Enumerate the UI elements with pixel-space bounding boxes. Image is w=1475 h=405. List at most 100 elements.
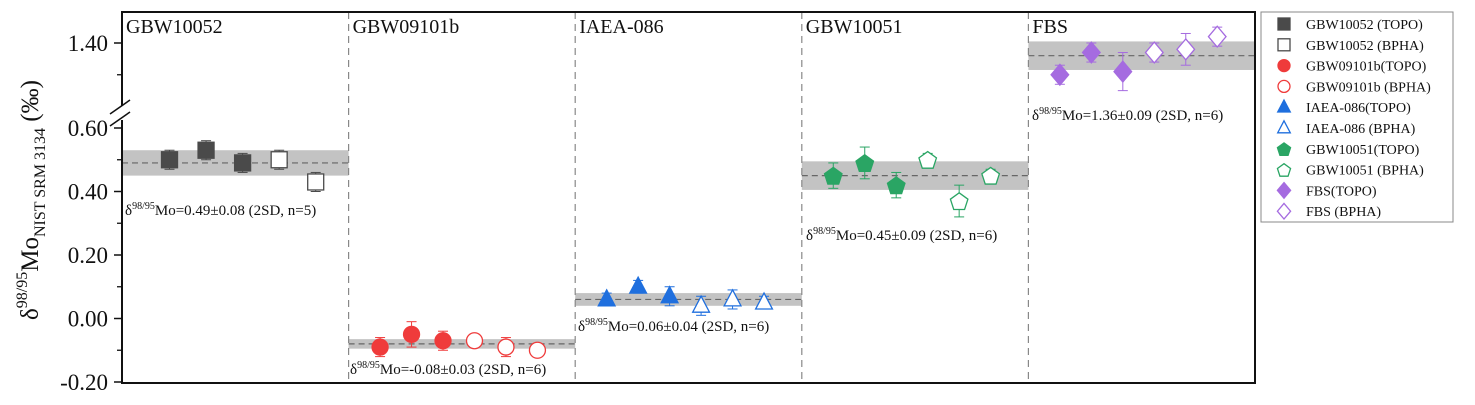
annotation-text: Mo=0.06±0.04 (2SD, n=6) [608,319,769,335]
svg-text:δ98/95MoNIST SRM 3134 (‰): δ98/95MoNIST SRM 3134 (‰) [14,80,49,320]
annotation-delta: δ [806,228,813,244]
panel-title: GBW10052 [126,16,223,38]
y-label-sub: NIST SRM 3134 [32,128,49,237]
data-point [270,149,288,170]
legend-item: FBS (BPHA) [1276,202,1381,220]
data-point [855,146,875,180]
y-tick-label: 1.40 [68,31,108,56]
triangle-legend-icon [1276,119,1292,134]
annotation-delta: δ [125,203,132,219]
annotation-sup: 98/95 [1039,106,1062,117]
plot-frame [121,11,1256,384]
legend-item: GBW10052 (TOPO) [1277,17,1423,33]
legend-item: IAEA-086 (BPHA) [1276,119,1416,137]
legend-label: GBW10051 (BPHA) [1306,164,1424,179]
data-point [160,149,179,170]
legend-item: GBW10052 (BPHA) [1277,38,1424,54]
triangle-marker [691,294,711,313]
triangle-marker [628,275,648,294]
square-marker [307,173,325,191]
data-point [918,150,938,169]
pentagon-marker [949,192,969,211]
stat-annotation: δ98/95Mo=1.36±0.09 (2SD, n=6) [1032,106,1223,124]
circle-marker [497,338,515,356]
annotation-text: Mo=0.45±0.09 (2SD, n=6) [836,228,997,244]
triangle-legend-icon [1276,98,1292,113]
legend-label: GBW10052 (BPHA) [1306,39,1424,54]
stat-annotation: δ98/95Mo=-0.08±0.03 (2SD, n=6) [350,360,546,378]
panel-title: FBS [1032,16,1068,38]
legend-label: GBW10052 (TOPO) [1306,18,1423,33]
data-point [754,291,774,310]
data-point [628,275,648,294]
triangle-marker [723,288,743,307]
data-point [1050,63,1070,87]
axis-break-mark [109,99,131,115]
data-point [434,330,452,351]
data-point [402,321,421,348]
y-label-main: Mo [17,237,44,272]
annotation-delta: δ [578,319,585,335]
legend-item: FBS(TOPO) [1276,181,1377,199]
square-marker [197,141,215,159]
y-axis-label: δ98/95MoNIST SRM 3134 (‰) [14,80,49,320]
pentagon-marker [981,166,1001,185]
y-label-delta: δ [17,308,44,320]
annotation-text: Mo=-0.08±0.03 (2SD, n=6) [380,362,546,378]
legend-label: IAEA-086(TOPO) [1306,101,1411,116]
pentagon-legend-icon [1276,142,1292,157]
panel-gbw10052: GBW10052 δ98/95Mo=0.49±0.08 (2SD, n=5) [122,16,349,219]
annotation-delta: δ [350,362,357,378]
triangle-marker [660,285,680,304]
y-tick-label: -0.20 [60,370,108,395]
circle-marker [434,332,452,350]
legend-label: GBW10051(TOPO) [1306,143,1420,158]
triangle-marker [597,288,617,307]
stat-annotation: δ98/95Mo=0.49±0.08 (2SD, n=5) [125,201,316,219]
y-tick-label: 0.60 [68,116,108,141]
legend: GBW10052 (TOPO)GBW10052 (BPHA)GBW09101b(… [1260,11,1454,223]
stat-annotation: δ98/95Mo=0.45±0.09 (2SD, n=6) [806,226,997,244]
panel-title: IAEA-086 [579,16,663,38]
annotation-text: Mo=1.36±0.09 (2SD, n=6) [1062,108,1223,124]
panel-fbs: FBS δ98/95Mo=1.36±0.09 (2SD, n=6) [1027,12,1255,383]
annotation-sup: 98/95 [585,317,608,328]
axis-break-gap [119,106,125,120]
square-marker [160,151,179,169]
annotation-sup: 98/95 [357,360,380,371]
data-point [465,332,484,350]
data-point [197,140,215,161]
diamond-marker [1176,37,1196,61]
y-label-sup: 98/95 [14,272,31,308]
circle-marker [402,325,421,344]
data-point [528,341,547,359]
data-point [597,288,617,307]
y-tick-label: 0.40 [68,180,108,205]
legend-item: GBW10051 (BPHA) [1276,162,1424,179]
circle-legend-icon [1277,58,1291,73]
legend-item: IAEA-086(TOPO) [1276,98,1411,116]
data-point [823,162,843,189]
diamond-marker [1050,63,1070,87]
circle-marker [528,341,547,359]
pentagon-marker [855,153,875,173]
annotation-delta: δ [1032,108,1039,124]
diamond-marker [1207,25,1227,49]
data-point [497,337,515,358]
panel-title: GBW09101b [353,16,460,38]
pentagon-marker [823,166,843,185]
annotation-sup: 98/95 [132,201,155,212]
legend-item: GBW09101b (BPHA) [1277,79,1431,95]
data-point [1176,32,1196,66]
axis-break-mark [109,111,131,127]
pentagon-legend-icon [1276,162,1292,177]
data-point [660,285,680,307]
data-point [1144,41,1164,64]
circle-marker [371,338,389,356]
annotation-sup: 98/95 [813,226,836,237]
legend-box [1260,11,1454,223]
data-point [691,294,711,316]
circle-marker [465,332,484,350]
data-point [981,166,1001,185]
